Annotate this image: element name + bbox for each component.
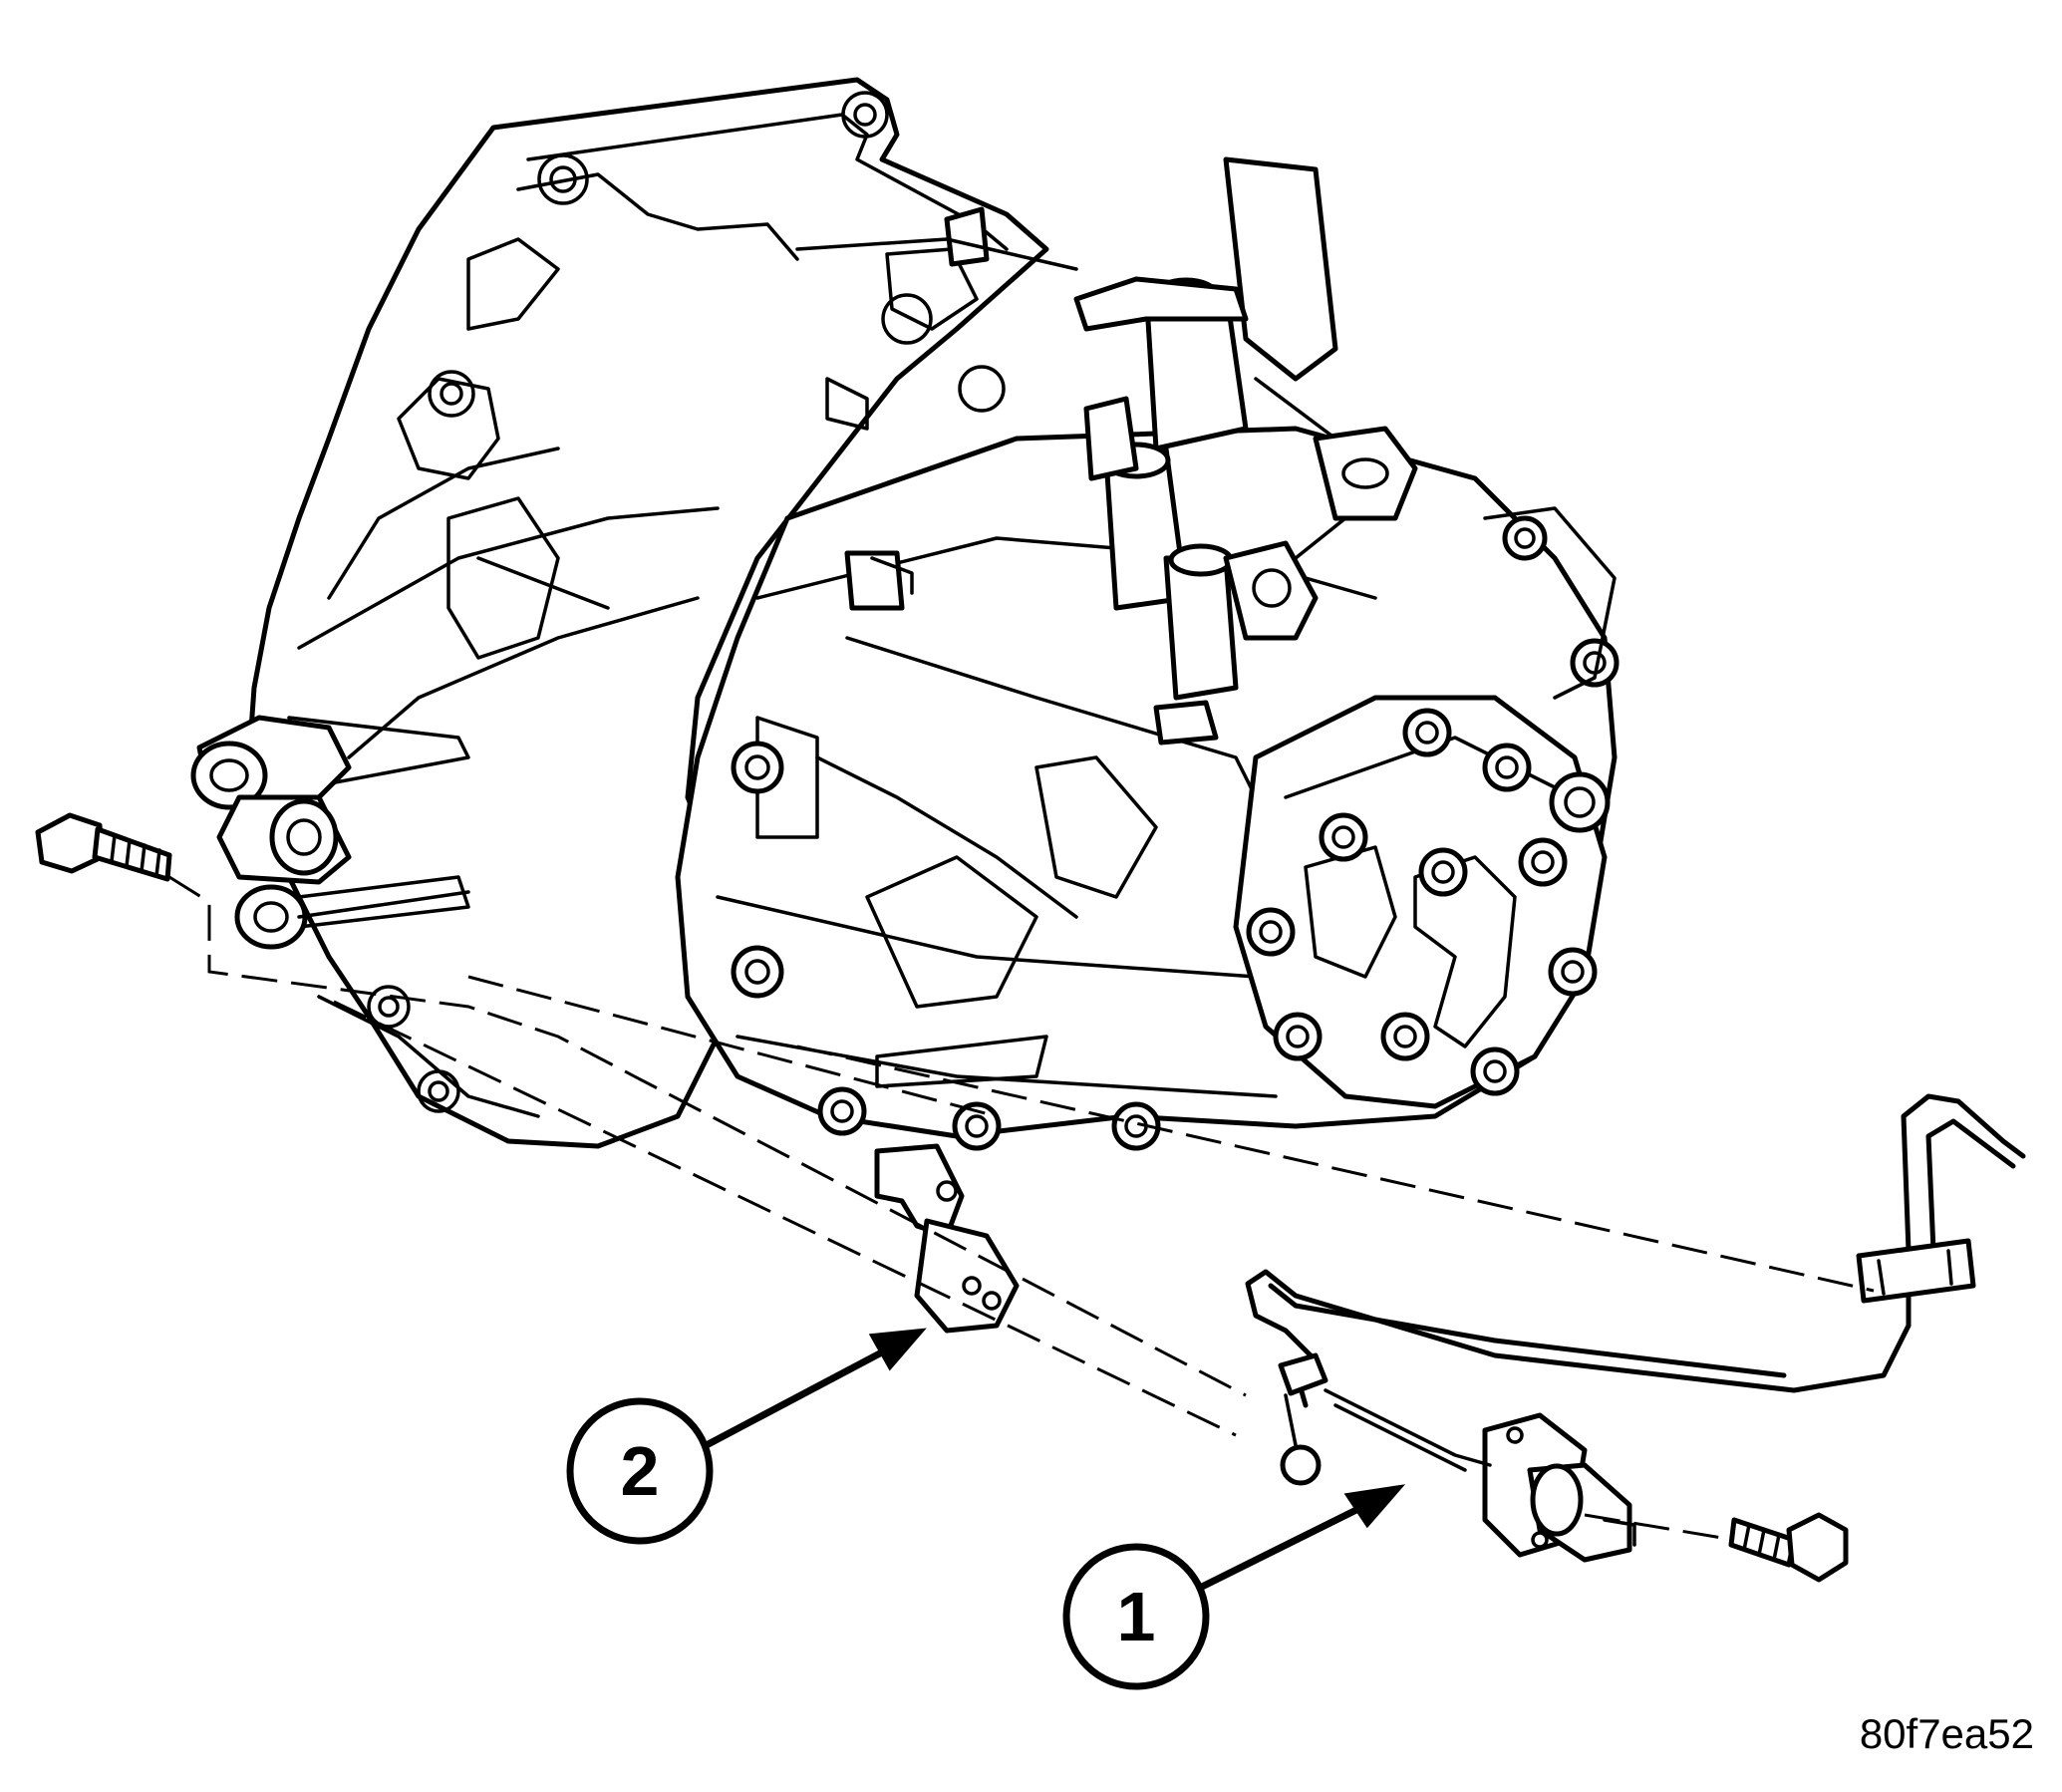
- callout-2: 2: [566, 1397, 714, 1545]
- mounting-bracket: [874, 1143, 1020, 1334]
- clutch-slave-cylinder: [1324, 1388, 1636, 1563]
- bolt-left: [35, 812, 172, 882]
- callout-arrows: [699, 1328, 1406, 1599]
- callout-2-number: 2: [621, 1432, 660, 1510]
- alignment-lines: [168, 875, 1875, 1542]
- bolt-right: [1728, 1512, 1849, 1583]
- bell-housing: [246, 77, 1049, 1149]
- mount-ears: [190, 715, 470, 950]
- callout-1-number: 1: [1117, 1578, 1156, 1655]
- callout-1: 1: [1062, 1543, 1210, 1690]
- shift-tower: [795, 156, 1418, 746]
- figure-id: 80f7ea52: [1859, 1710, 2034, 1757]
- end-cover: [1233, 506, 1620, 1109]
- hydraulic-line: [1245, 1093, 2026, 1486]
